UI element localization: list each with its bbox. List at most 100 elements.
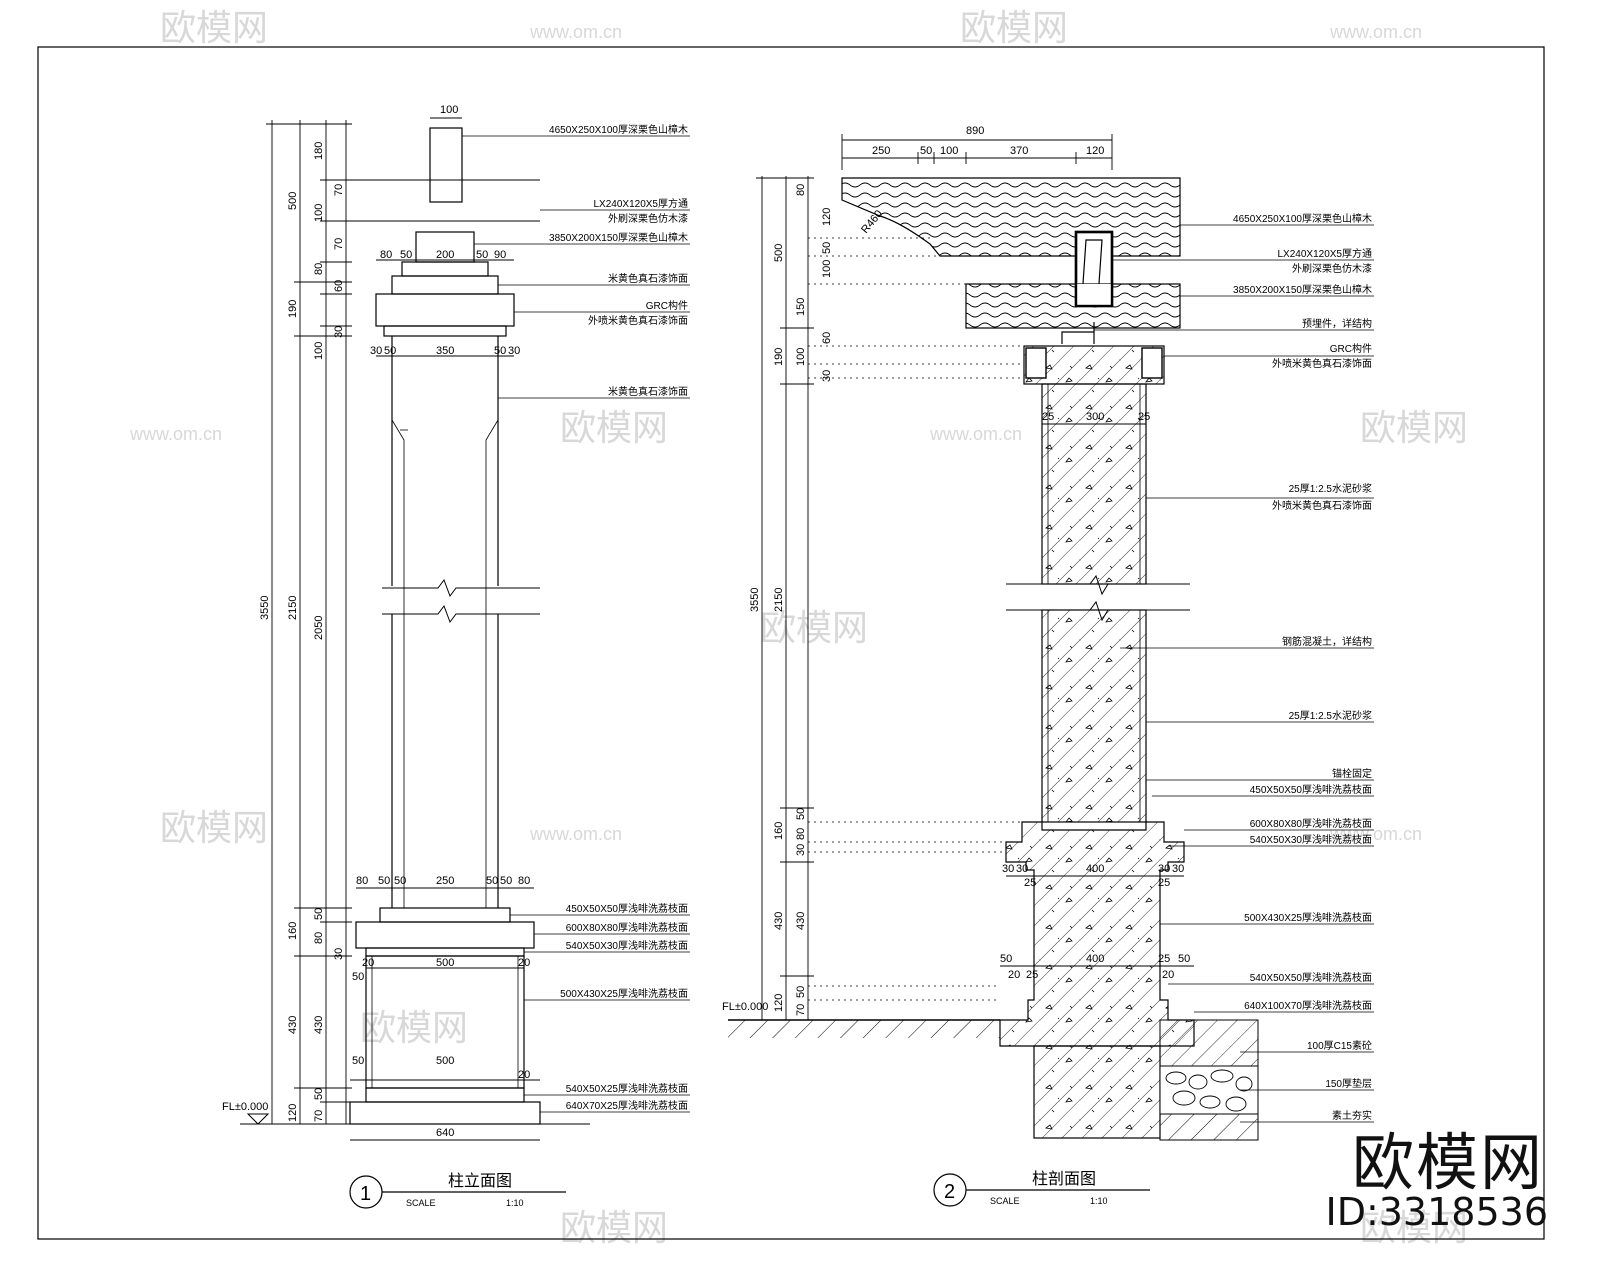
dim-label: 20 [1008,969,1020,981]
dim-label: 400 [1086,953,1104,965]
watermark-site: www.om.cn [529,824,622,844]
dim-label: 80 [795,184,807,196]
dim-label: 50 [352,971,364,983]
dim-label: 2150 [773,588,785,612]
level-triangle [246,1113,270,1125]
dim-label: 20 [518,1069,530,1081]
watermark-site: www.om.cn [129,424,222,444]
note-label: 4650X250X100厚深栗色山樟木 [549,123,688,136]
note-label: 450X50X50厚浅啡洗荔枝面 [566,902,688,915]
note-label: GRC构件 [646,299,688,312]
elevation-leaders [462,135,690,1113]
dim-label: 120 [821,208,833,226]
watermark-site: www.om.cn [1329,824,1422,844]
note-label: 25厚1:2.5水泥砂浆 [1289,482,1372,495]
brand-id: ID:3318536 [1325,1190,1548,1234]
dim-label: 20 [518,957,530,969]
dim-label: 30 [1002,863,1014,875]
dim-label: 60 [821,332,833,344]
dim-label: 500 [436,1055,454,1067]
dim-label: 150 [795,298,807,316]
dim-label: 350 [436,345,454,357]
dim-label: 50 [352,1055,364,1067]
dim-label: 25 [1042,411,1054,423]
note-label: LX240X120X5厚方通 [593,197,688,210]
note-label: 米黄色真石漆饰面 [608,385,688,398]
dim-label: 80 [313,263,325,275]
dim-label: 25 [1158,877,1170,889]
dim-label: 30 [1016,863,1028,875]
column-section [728,177,1259,1141]
dim-label: 50 [313,908,325,920]
note-label: 540X50X30厚浅啡洗荔枝面 [1250,833,1372,846]
dim-label: 80 [380,249,392,261]
note-label: 米黄色真石漆饰面 [608,272,688,285]
watermark-logo: 欧模网 [1360,407,1468,448]
dim-label: 180 [313,142,325,160]
watermark-logo: 欧模网 [360,1007,468,1048]
dim-label: 20 [1162,969,1174,981]
dim-label: 30 [333,326,345,338]
dim-label: 400 [1086,863,1104,875]
dim-label: 30 [1172,863,1184,875]
note-label: 外刷深栗色仿木漆 [608,212,688,225]
watermark-site: www.om.cn [529,22,622,42]
note-label: 25厚1:2.5水泥砂浆 [1289,709,1372,722]
dim-label: 500 [773,244,785,262]
dim-label: 25 [1024,877,1036,889]
watermark-site: www.om.cn [929,424,1022,444]
watermark-logo: 欧模网 [960,7,1068,48]
note-label: 3850X200X150厚深栗色山樟木 [549,231,688,244]
dim-label: 190 [287,300,299,318]
dim-label: 30 [1158,863,1170,875]
dim-label: 50 [486,875,498,887]
title-block-section: 2 柱剖面图 SCALE 1:10 [933,1170,1150,1207]
sheet-border [37,46,1545,1240]
dim-label: 50 [1000,953,1012,965]
dim-label: 80 [313,932,325,944]
dim-label: 640 [436,1127,454,1139]
dim-label: 3550 [749,588,761,612]
dim-label: 70 [795,1004,807,1016]
dim-label: 100 [940,145,958,157]
note-label: 500X430X25厚浅啡洗荔枝面 [1244,911,1372,924]
drawing-title: 柱剖面图 [1032,1170,1096,1188]
note-label: 外喷米黄色真石漆饰面 [1272,499,1372,512]
column-elevation [240,127,590,1125]
scale-label: SCALE [406,1198,436,1208]
note-label: 540X50X25厚浅啡洗荔枝面 [566,1082,688,1095]
scale-label: SCALE [990,1196,1020,1206]
dim-label: 100 [795,348,807,366]
dim-label: 300 [1086,411,1104,423]
dim-label: 70 [333,184,345,196]
dim-label: 100 [440,104,458,116]
detail-number: 2 [944,1181,955,1203]
watermark-logo: 欧模网 [160,7,268,48]
dim-label: 50 [476,249,488,261]
elevation-dimensions: 100 3550 2150 2050 500 180 70 100 70 80 … [222,104,530,1139]
dim-label: 200 [436,249,454,261]
dim-label: 50 [500,875,512,887]
note-label: 600X80X80厚浅啡洗荔枝面 [566,921,688,934]
note-label: 640X70X25厚浅啡洗荔枝面 [566,1099,688,1112]
dim-label: 100 [313,342,325,360]
dim-label: 50 [821,242,833,254]
dim-label: 2150 [287,596,299,620]
dim-label: 30 [333,948,345,960]
dim-label: 250 [436,875,454,887]
dim-label: 80 [795,828,807,840]
note-label: 素土夯实 [1332,1109,1372,1122]
note-label: 540X50X50厚浅啡洗荔枝面 [1250,971,1372,984]
dim-label: 30 [370,345,382,357]
dim-label: 50 [1178,953,1190,965]
note-label: 100厚C15素砼 [1307,1039,1372,1052]
dim-label: 160 [287,922,299,940]
note-label: 640X100X70厚浅啡洗荔枝面 [1244,999,1372,1012]
note-label: 外喷米黄色真石漆饰面 [588,314,688,327]
dim-label: 60 [333,280,345,292]
dim-label: 50 [920,145,932,157]
level-mark: FL±0.000 [722,1001,768,1013]
section-leaders [1094,224,1374,1123]
dim-label: 50 [795,986,807,998]
level-mark: FL±0.000 [222,1101,268,1113]
